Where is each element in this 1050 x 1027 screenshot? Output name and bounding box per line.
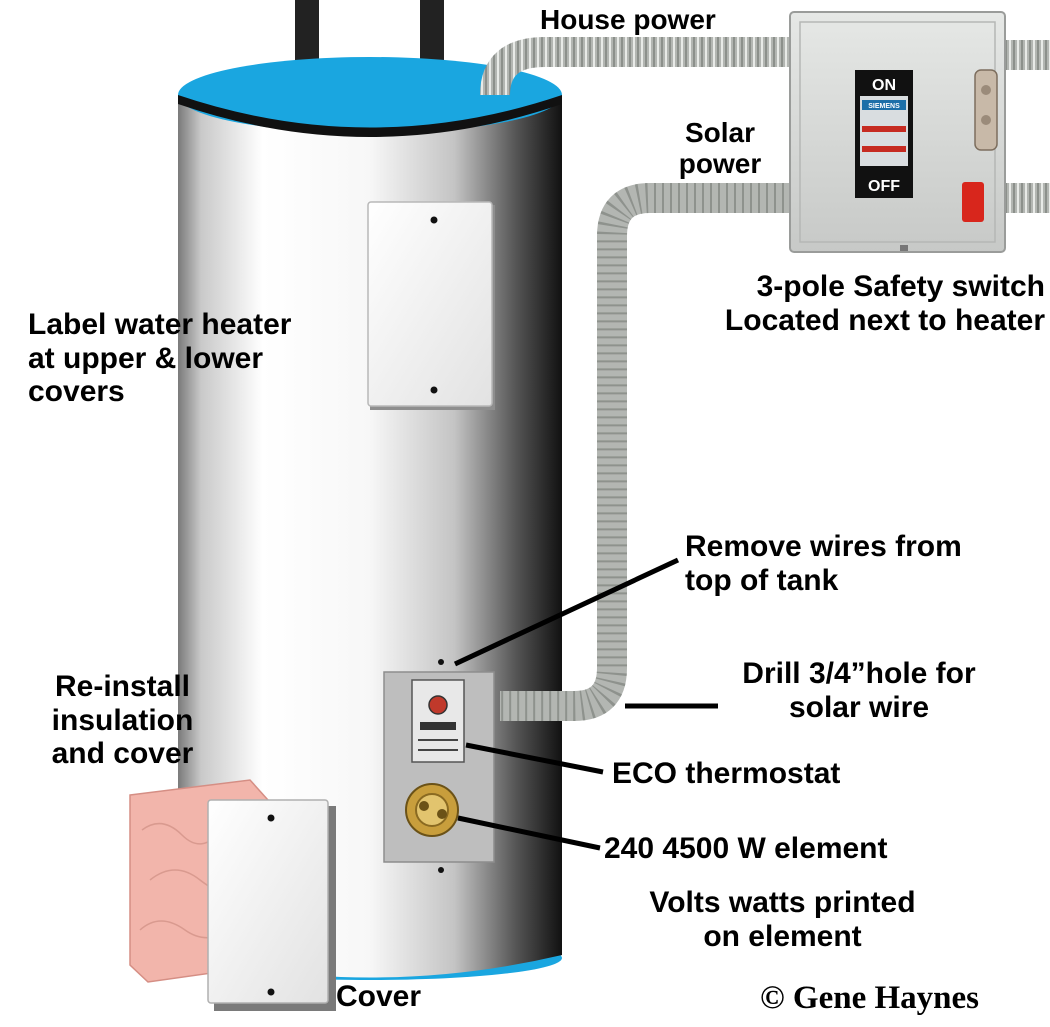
- lower-access-panel: [383, 659, 495, 873]
- house-power-label: House power: [540, 4, 716, 35]
- switch-on-label: ON: [872, 77, 896, 94]
- label-water-heater-note: Label water heater at upper & lower cove…: [28, 308, 292, 409]
- heating-element: [405, 783, 459, 837]
- element-leader: [457, 815, 601, 851]
- upper-access-cover: [367, 201, 495, 410]
- remove-wires-leader: [453, 557, 680, 667]
- volts-watts-label: Volts watts printed on element: [649, 886, 916, 953]
- drill-hole-label: Drill 3/4”hole for solar wire: [742, 657, 976, 724]
- cover-label: Cover: [336, 980, 422, 1013]
- solar-power-label: Solar power: [678, 117, 762, 180]
- eco-thermostat-label: ECO thermostat: [612, 757, 841, 790]
- switch-handle: [962, 69, 998, 222]
- element-label: 240 4500 W element: [604, 832, 888, 865]
- copyright-notice: © Gene Haynes: [760, 980, 979, 1016]
- reinstall-label: Re-install insulation and cover: [51, 670, 194, 771]
- switch-brand: SIEMENS: [868, 103, 900, 110]
- remove-wires-label: Remove wires from top of tank: [685, 530, 962, 597]
- eco-thermostat-leader: [465, 742, 604, 775]
- switch-off-label: OFF: [868, 178, 900, 195]
- safety-switch-label: 3-pole Safety switch Located next to hea…: [724, 270, 1045, 337]
- tank-top: [178, 57, 562, 133]
- loose-access-cover: [207, 799, 336, 1011]
- eco-thermostat: [411, 679, 465, 763]
- safety-switch: ON SIEMENS OFF: [789, 11, 1006, 253]
- house-power-conduit: [480, 37, 800, 96]
